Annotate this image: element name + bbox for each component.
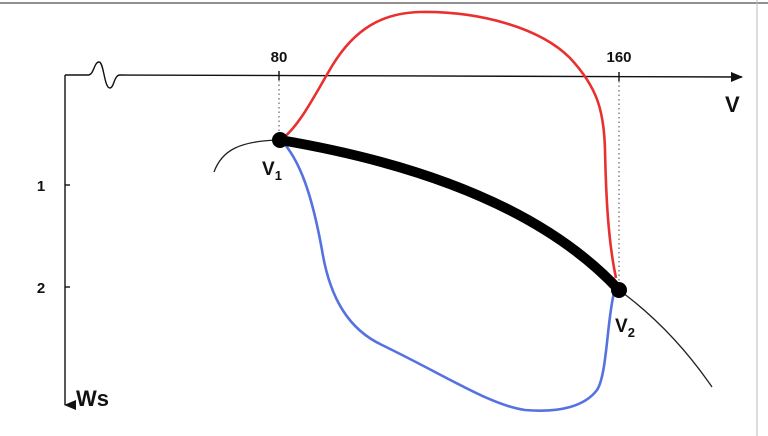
- y-tick-label-2: 2: [37, 280, 45, 297]
- x-axis-label: V: [725, 92, 740, 117]
- point-v1-label: V1: [262, 159, 282, 183]
- x-axis: [65, 61, 743, 89]
- reference-curve-right: [618, 289, 713, 388]
- point-v2: [611, 282, 627, 298]
- upper-red-curve: [280, 10, 618, 279]
- point-v1: [272, 132, 288, 148]
- reference-curve-left: [213, 139, 280, 173]
- y-axis-label: Ws: [76, 386, 109, 411]
- main-path-v1-v2: [275, 135, 624, 295]
- point-v2-label: V2: [615, 316, 635, 340]
- lower-blue-curve: [280, 139, 616, 412]
- x-tick-label-160: 160: [606, 49, 631, 66]
- y-tick-label-1: 1: [37, 178, 45, 195]
- x-tick-label-80: 80: [271, 49, 288, 66]
